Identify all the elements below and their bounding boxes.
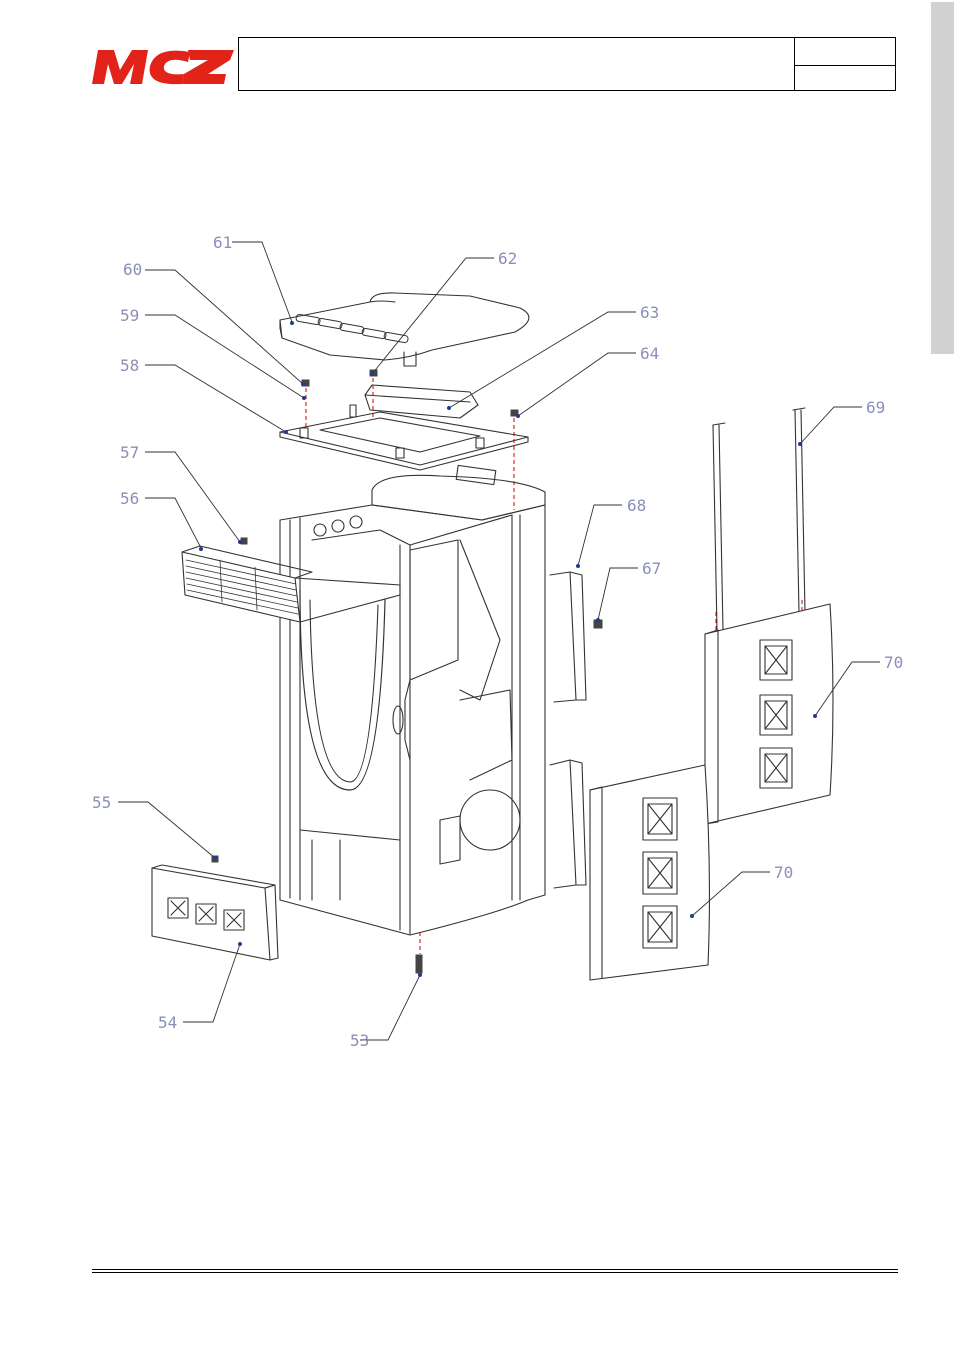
callout-label: 67 <box>642 559 661 578</box>
leader-lines <box>118 241 880 1041</box>
callout-label: 55 <box>92 793 111 812</box>
callout-label: 68 <box>627 496 646 515</box>
callout-label: 54 <box>158 1013 177 1032</box>
callout-label: 57 <box>120 443 139 462</box>
callout-label: 64 <box>640 344 659 363</box>
divider <box>795 65 895 66</box>
page-number-box <box>794 38 895 90</box>
side-tab <box>931 2 954 354</box>
callout-label: 62 <box>498 249 517 268</box>
rods-part <box>712 407 806 631</box>
callout-label: 56 <box>120 489 139 508</box>
callout-label: 69 <box>866 398 885 417</box>
grille-part <box>181 545 401 623</box>
mcz-logo <box>92 50 234 85</box>
callout-dots <box>199 321 817 977</box>
assembly-axes <box>305 378 803 954</box>
stove-body <box>279 464 546 936</box>
callout-label: 53 <box>350 1031 369 1050</box>
callout-label: 70 <box>774 863 793 882</box>
top-plate-part <box>279 404 529 471</box>
side-panel-left-part <box>589 764 710 981</box>
side-panel-right-part <box>704 603 834 825</box>
callout-label: 60 <box>123 260 142 279</box>
callout-label: 61 <box>213 233 232 252</box>
callout-label: 59 <box>120 306 139 325</box>
front-panel-part <box>151 864 279 961</box>
footer-rule <box>92 1272 898 1273</box>
top-cover-part <box>279 292 530 367</box>
callout-label: 63 <box>640 303 659 322</box>
side-rails-part <box>549 571 587 889</box>
callout-label: 58 <box>120 356 139 375</box>
title-block <box>238 37 896 91</box>
callout-label: 70 <box>884 653 903 672</box>
footer-rule <box>92 1269 898 1270</box>
